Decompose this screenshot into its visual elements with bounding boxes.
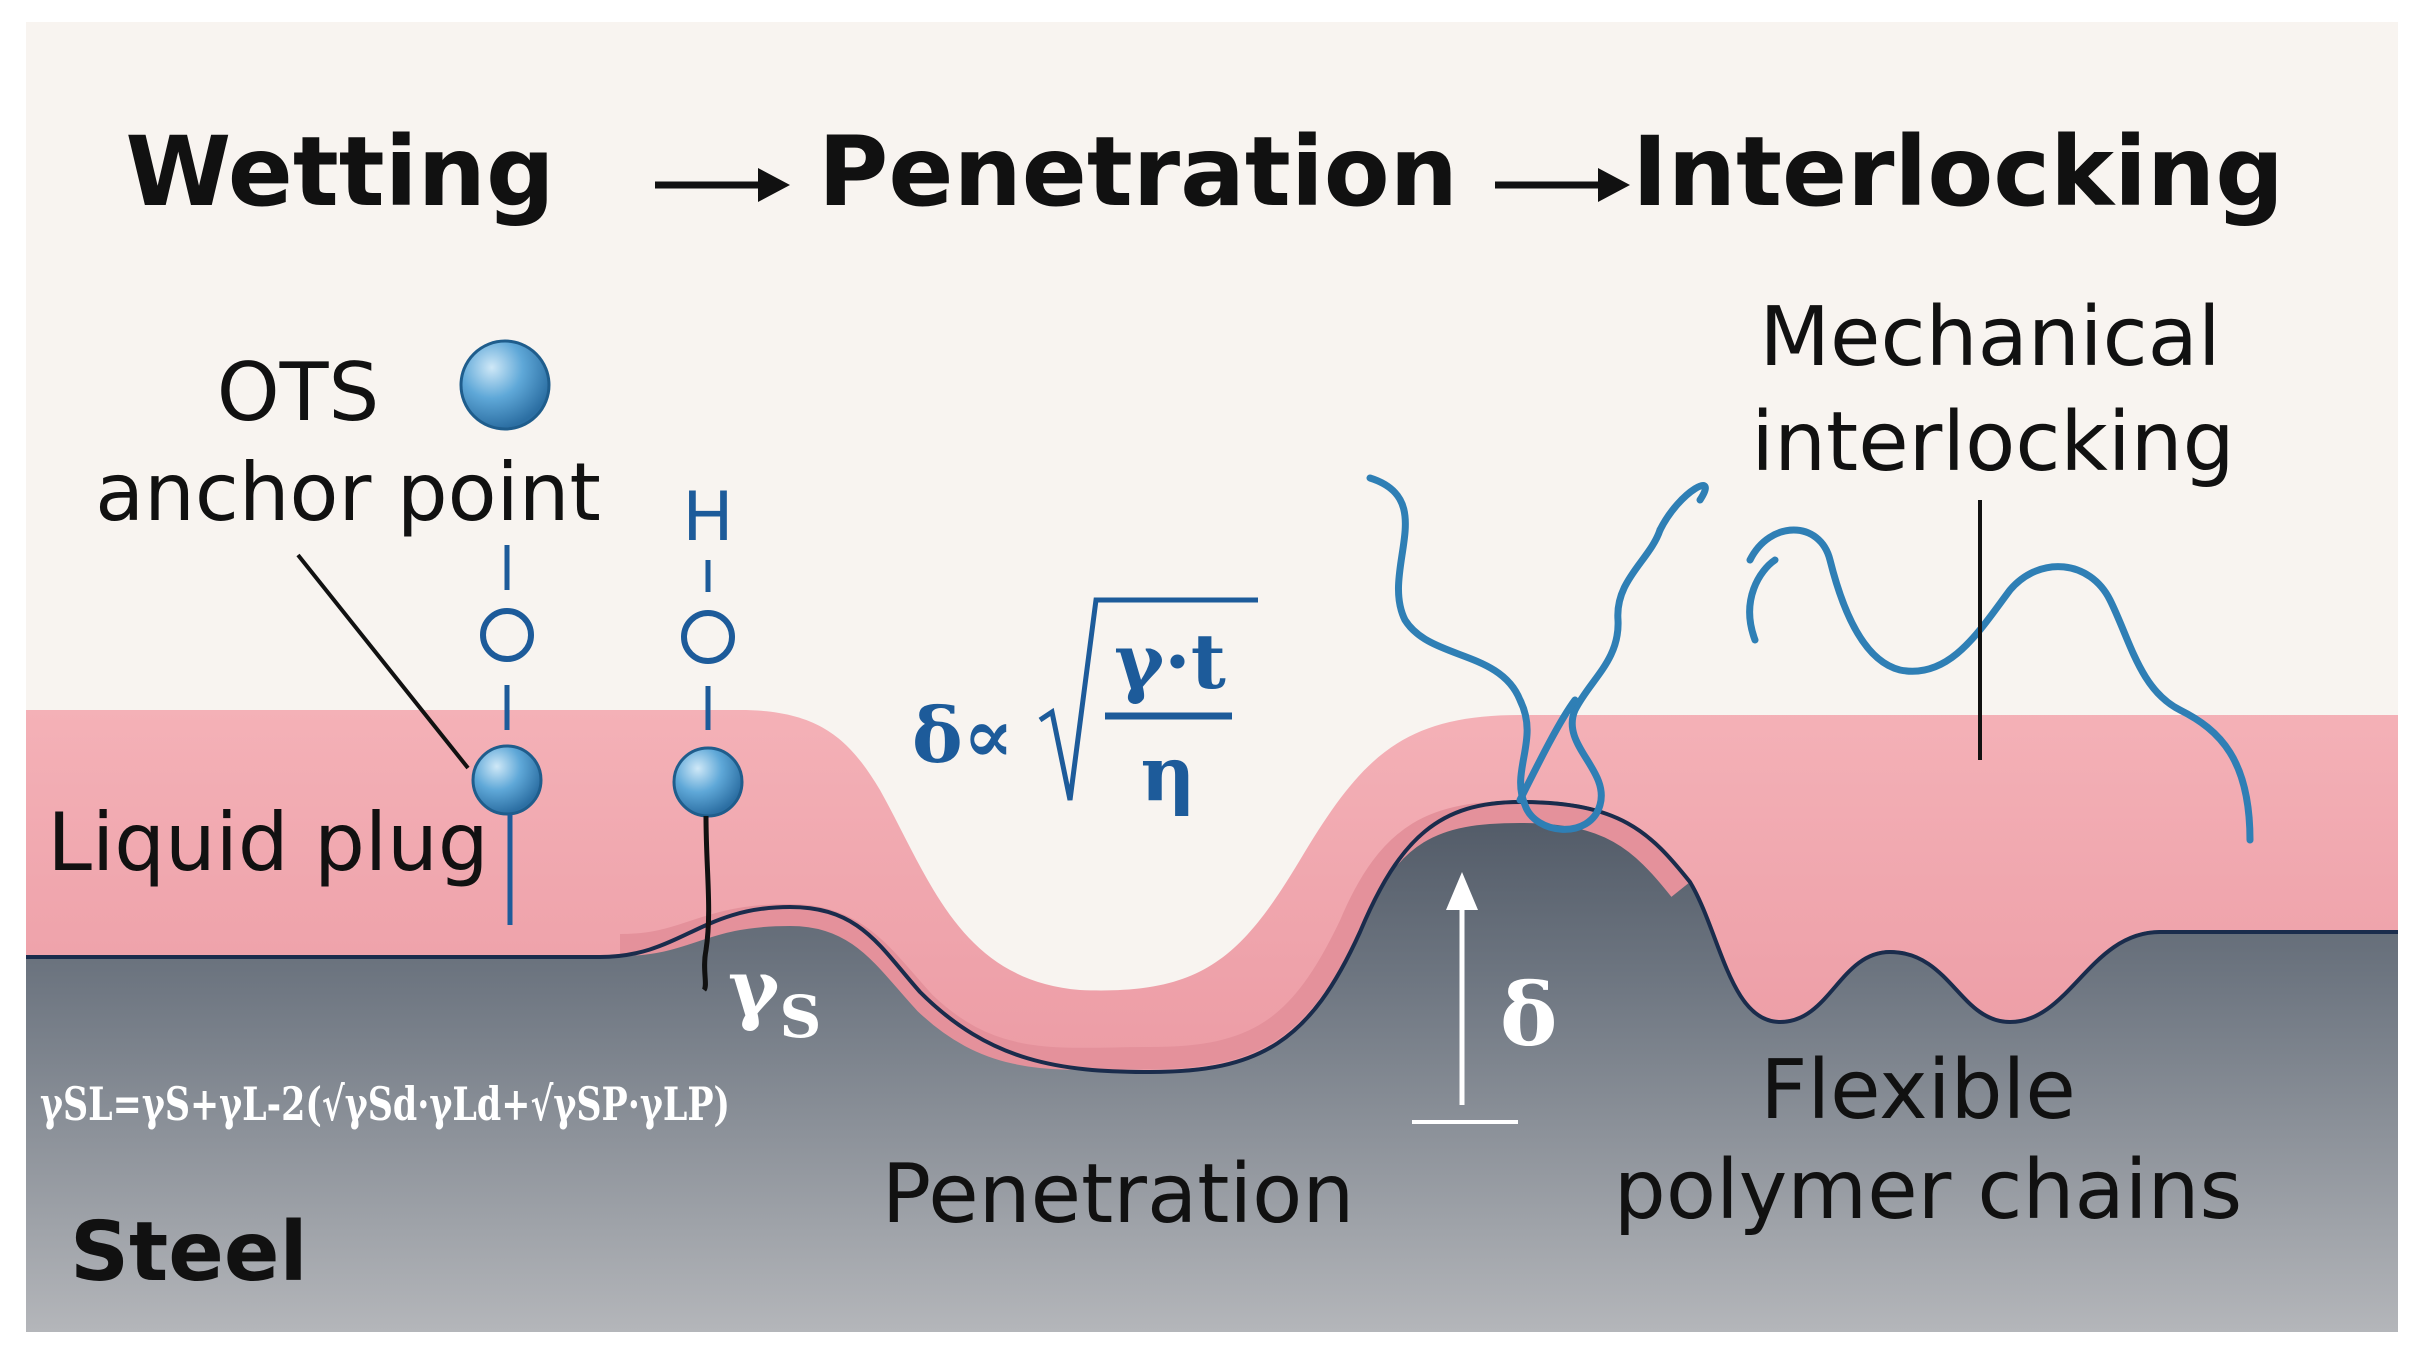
- polymer-coating: [26, 710, 2398, 1070]
- flexible-label-line1: Flexible: [1760, 1043, 2076, 1138]
- hydrogen-atom: H: [682, 478, 733, 557]
- penetration-depth-formula: δ∝ γ·t η: [912, 597, 1258, 818]
- arrow-right-icon: [1495, 168, 1630, 202]
- steel-label: Steel: [70, 1205, 308, 1300]
- ots-molecule-right: H: [672, 478, 744, 992]
- ots-leader-line: [296, 553, 470, 770]
- flexible-label-line2: polymer chains: [1614, 1143, 2242, 1238]
- stage-wetting-label: Wetting: [125, 116, 554, 228]
- sqrt-sign-icon: [1038, 597, 1258, 801]
- formula-lhs: δ∝: [912, 691, 1014, 780]
- liquid-plug-label: Liquid plug: [47, 796, 488, 889]
- delta-label: δ: [1500, 965, 1557, 1066]
- stage-interlocking-label: Interlocking: [1632, 116, 2284, 228]
- formula-denominator: η: [1140, 729, 1195, 818]
- interface-line: [26, 799, 2398, 1075]
- ots-label-line2: anchor point: [95, 446, 601, 539]
- formula-numerator: γ·t: [1114, 617, 1226, 706]
- depth-arrow: δ: [1412, 872, 1557, 1124]
- arrow-right-icon: [655, 168, 790, 202]
- coating-inner-band: [619, 800, 1689, 1070]
- penetration-bottom-label: Penetration: [882, 1147, 1355, 1242]
- ots-label-line1: OTS: [217, 346, 380, 439]
- stage-penetration-label: Penetration: [818, 116, 1458, 228]
- mech-label-line2: interlocking: [1751, 395, 2234, 490]
- polymer-chains: [1366, 474, 2254, 844]
- mech-label-line1: Mechanical: [1759, 290, 2220, 385]
- ots-molecule-left: [459, 339, 551, 925]
- gamma-s-label: γS: [728, 943, 821, 1051]
- young-dupre-formula: γSL=γS+γL-2(√γSd·γLd+√γSP·γLP): [40, 1077, 730, 1131]
